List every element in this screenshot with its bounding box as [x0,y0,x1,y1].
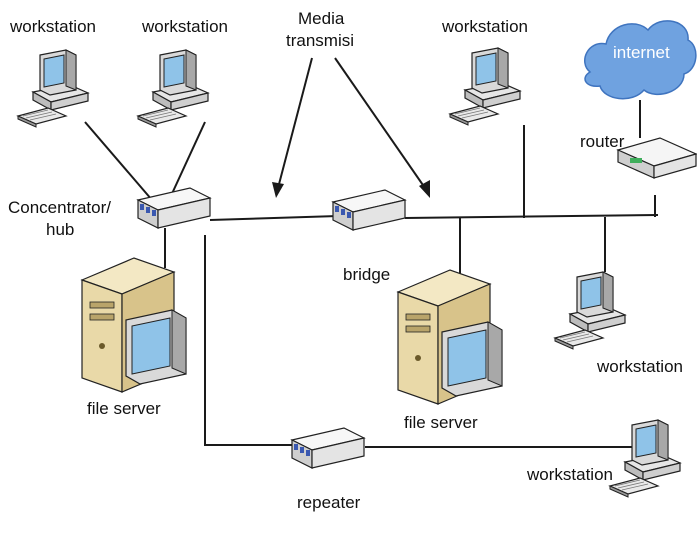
workstation-icon [554,271,626,350]
link-backbone-right [404,214,659,219]
workstation-icon [609,419,681,498]
workstation-label: workstation [526,465,613,484]
hub-icon [137,187,211,229]
workstation-label: workstation [141,17,228,36]
repeater-icon [291,427,365,469]
workstation-label: workstation [9,17,96,36]
file-server-label: file server [87,399,161,418]
file-server-icon [397,269,503,405]
router-icon [616,137,697,179]
cloud-icon [584,20,697,100]
bridge-icon [332,189,406,231]
link-hub-repeater [204,235,300,446]
connections [84,57,659,448]
arrowhead-right [419,180,430,198]
workstation-icon [137,49,209,128]
link-ws1-hub [84,121,153,201]
workstation-label: workstation [441,17,528,36]
arrowheads [272,180,430,198]
hub-label-line1: Concentrator/ [8,198,111,217]
bridge-label: bridge [343,265,390,284]
internet-label: internet [613,43,670,62]
repeater-label: repeater [297,493,361,512]
media-label-line1: Media [298,9,345,28]
media-label-line2: transmisi [286,31,354,50]
arrow-media-right [334,57,426,189]
router-label: router [580,132,625,151]
file-server-icon [81,257,187,393]
workstation-icon [17,49,89,128]
link-backbone-left [209,215,339,221]
file-server-label: file server [404,413,478,432]
arrowhead-left [272,182,284,198]
link-ws2-hub [169,121,206,199]
arrow-media-left [277,57,313,189]
hub-label-line2: hub [46,220,74,239]
workstation-icon [449,47,521,126]
workstation-label: workstation [596,357,683,376]
